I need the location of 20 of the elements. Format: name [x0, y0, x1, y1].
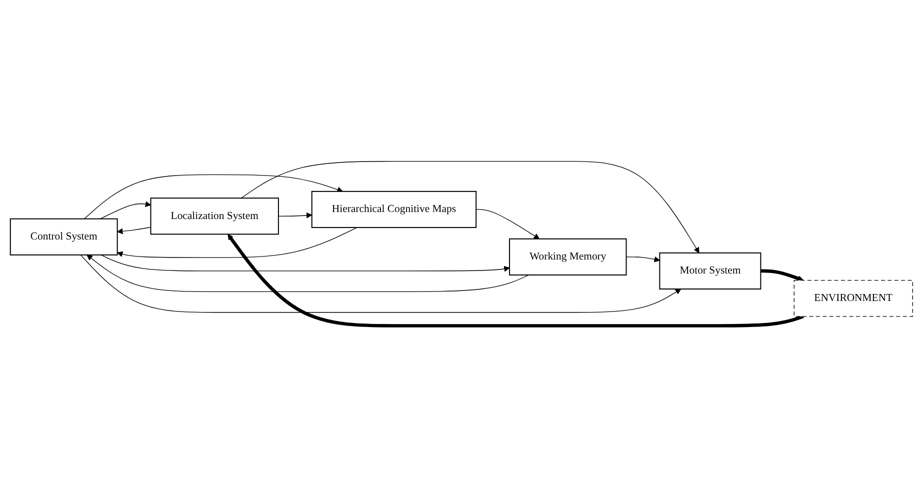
node-box: [659, 252, 762, 290]
node-box: [794, 280, 913, 317]
node-box: [311, 190, 477, 228]
node-box: [509, 238, 627, 276]
arrow: [86, 254, 530, 292]
node-box: [10, 218, 118, 256]
block-diagram: Control System Hierarchical Cognitive Maps Localization System Working Memory Motor System ENVIRONMENT: [5, 156, 918, 332]
arrow: [100, 201, 151, 220]
arrow: [117, 226, 152, 234]
arrow: [240, 160, 700, 254]
arrow: [760, 269, 804, 282]
node-box: [150, 198, 279, 235]
arrow: [626, 256, 660, 262]
arrow: [476, 209, 540, 240]
arrow: [84, 174, 343, 220]
arrow: [80, 254, 682, 313]
arrow: [100, 254, 510, 272]
arrow: [228, 234, 804, 328]
arrow: [117, 227, 358, 258]
arrow: [278, 212, 312, 218]
